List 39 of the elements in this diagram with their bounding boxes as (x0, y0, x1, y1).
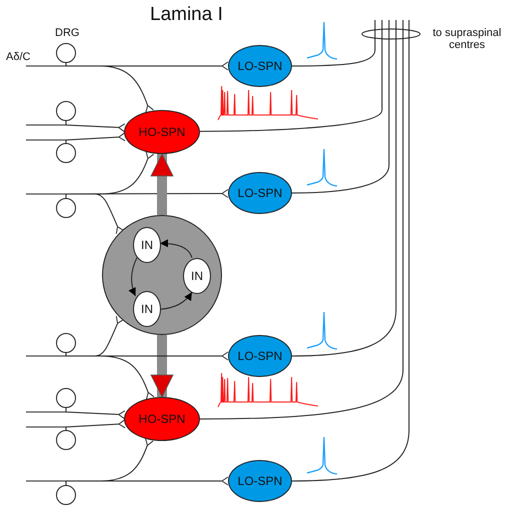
cell-body-circle (56, 485, 76, 505)
axon-line (66, 132, 126, 144)
neuron-ellipse: LO-SPN (228, 335, 292, 377)
axon-line (160, 292, 192, 310)
axon-line (66, 62, 154, 113)
axon-line (292, 20, 376, 66)
cell-body-circle (56, 388, 76, 408)
annotation-text: to supraspinal centres (432, 27, 502, 51)
neuron-ellipse: HO-SPN (124, 110, 200, 154)
text-label: Aδ/C (6, 51, 30, 63)
axon-line (292, 20, 396, 356)
neuron-ellipse: IN (133, 227, 161, 263)
cell-body-circle (56, 198, 76, 218)
text-label: DRG (55, 27, 80, 39)
cell-body-circle (56, 101, 76, 121)
axon-line (292, 20, 410, 482)
axon-line (128, 257, 138, 296)
axon-line (292, 20, 390, 194)
axon-line (200, 20, 382, 132)
block-arrow (150, 335, 174, 398)
neuron-ellipse: LO-SPN (228, 460, 292, 502)
cell-body-circle (56, 333, 76, 353)
axon-line (200, 20, 404, 420)
axon-line (160, 239, 192, 258)
axon-line (66, 352, 154, 400)
axon-line (66, 194, 124, 234)
cell-body-circle (56, 43, 76, 63)
axon-line (66, 419, 126, 430)
cell-body-circle (56, 143, 76, 163)
neuron-ellipse: LO-SPN (228, 172, 292, 214)
neuron-ellipse: IN (183, 258, 211, 294)
axon-line (66, 120, 126, 132)
neuron-ellipse: LO-SPN (228, 45, 292, 87)
neuron-ellipse: HO-SPN (124, 397, 200, 441)
title: Lamina I (150, 4, 223, 26)
neuron-ellipse: IN (133, 291, 161, 327)
axon-line (66, 408, 126, 420)
block-arrow (150, 154, 174, 215)
cell-body-circle (56, 430, 76, 450)
